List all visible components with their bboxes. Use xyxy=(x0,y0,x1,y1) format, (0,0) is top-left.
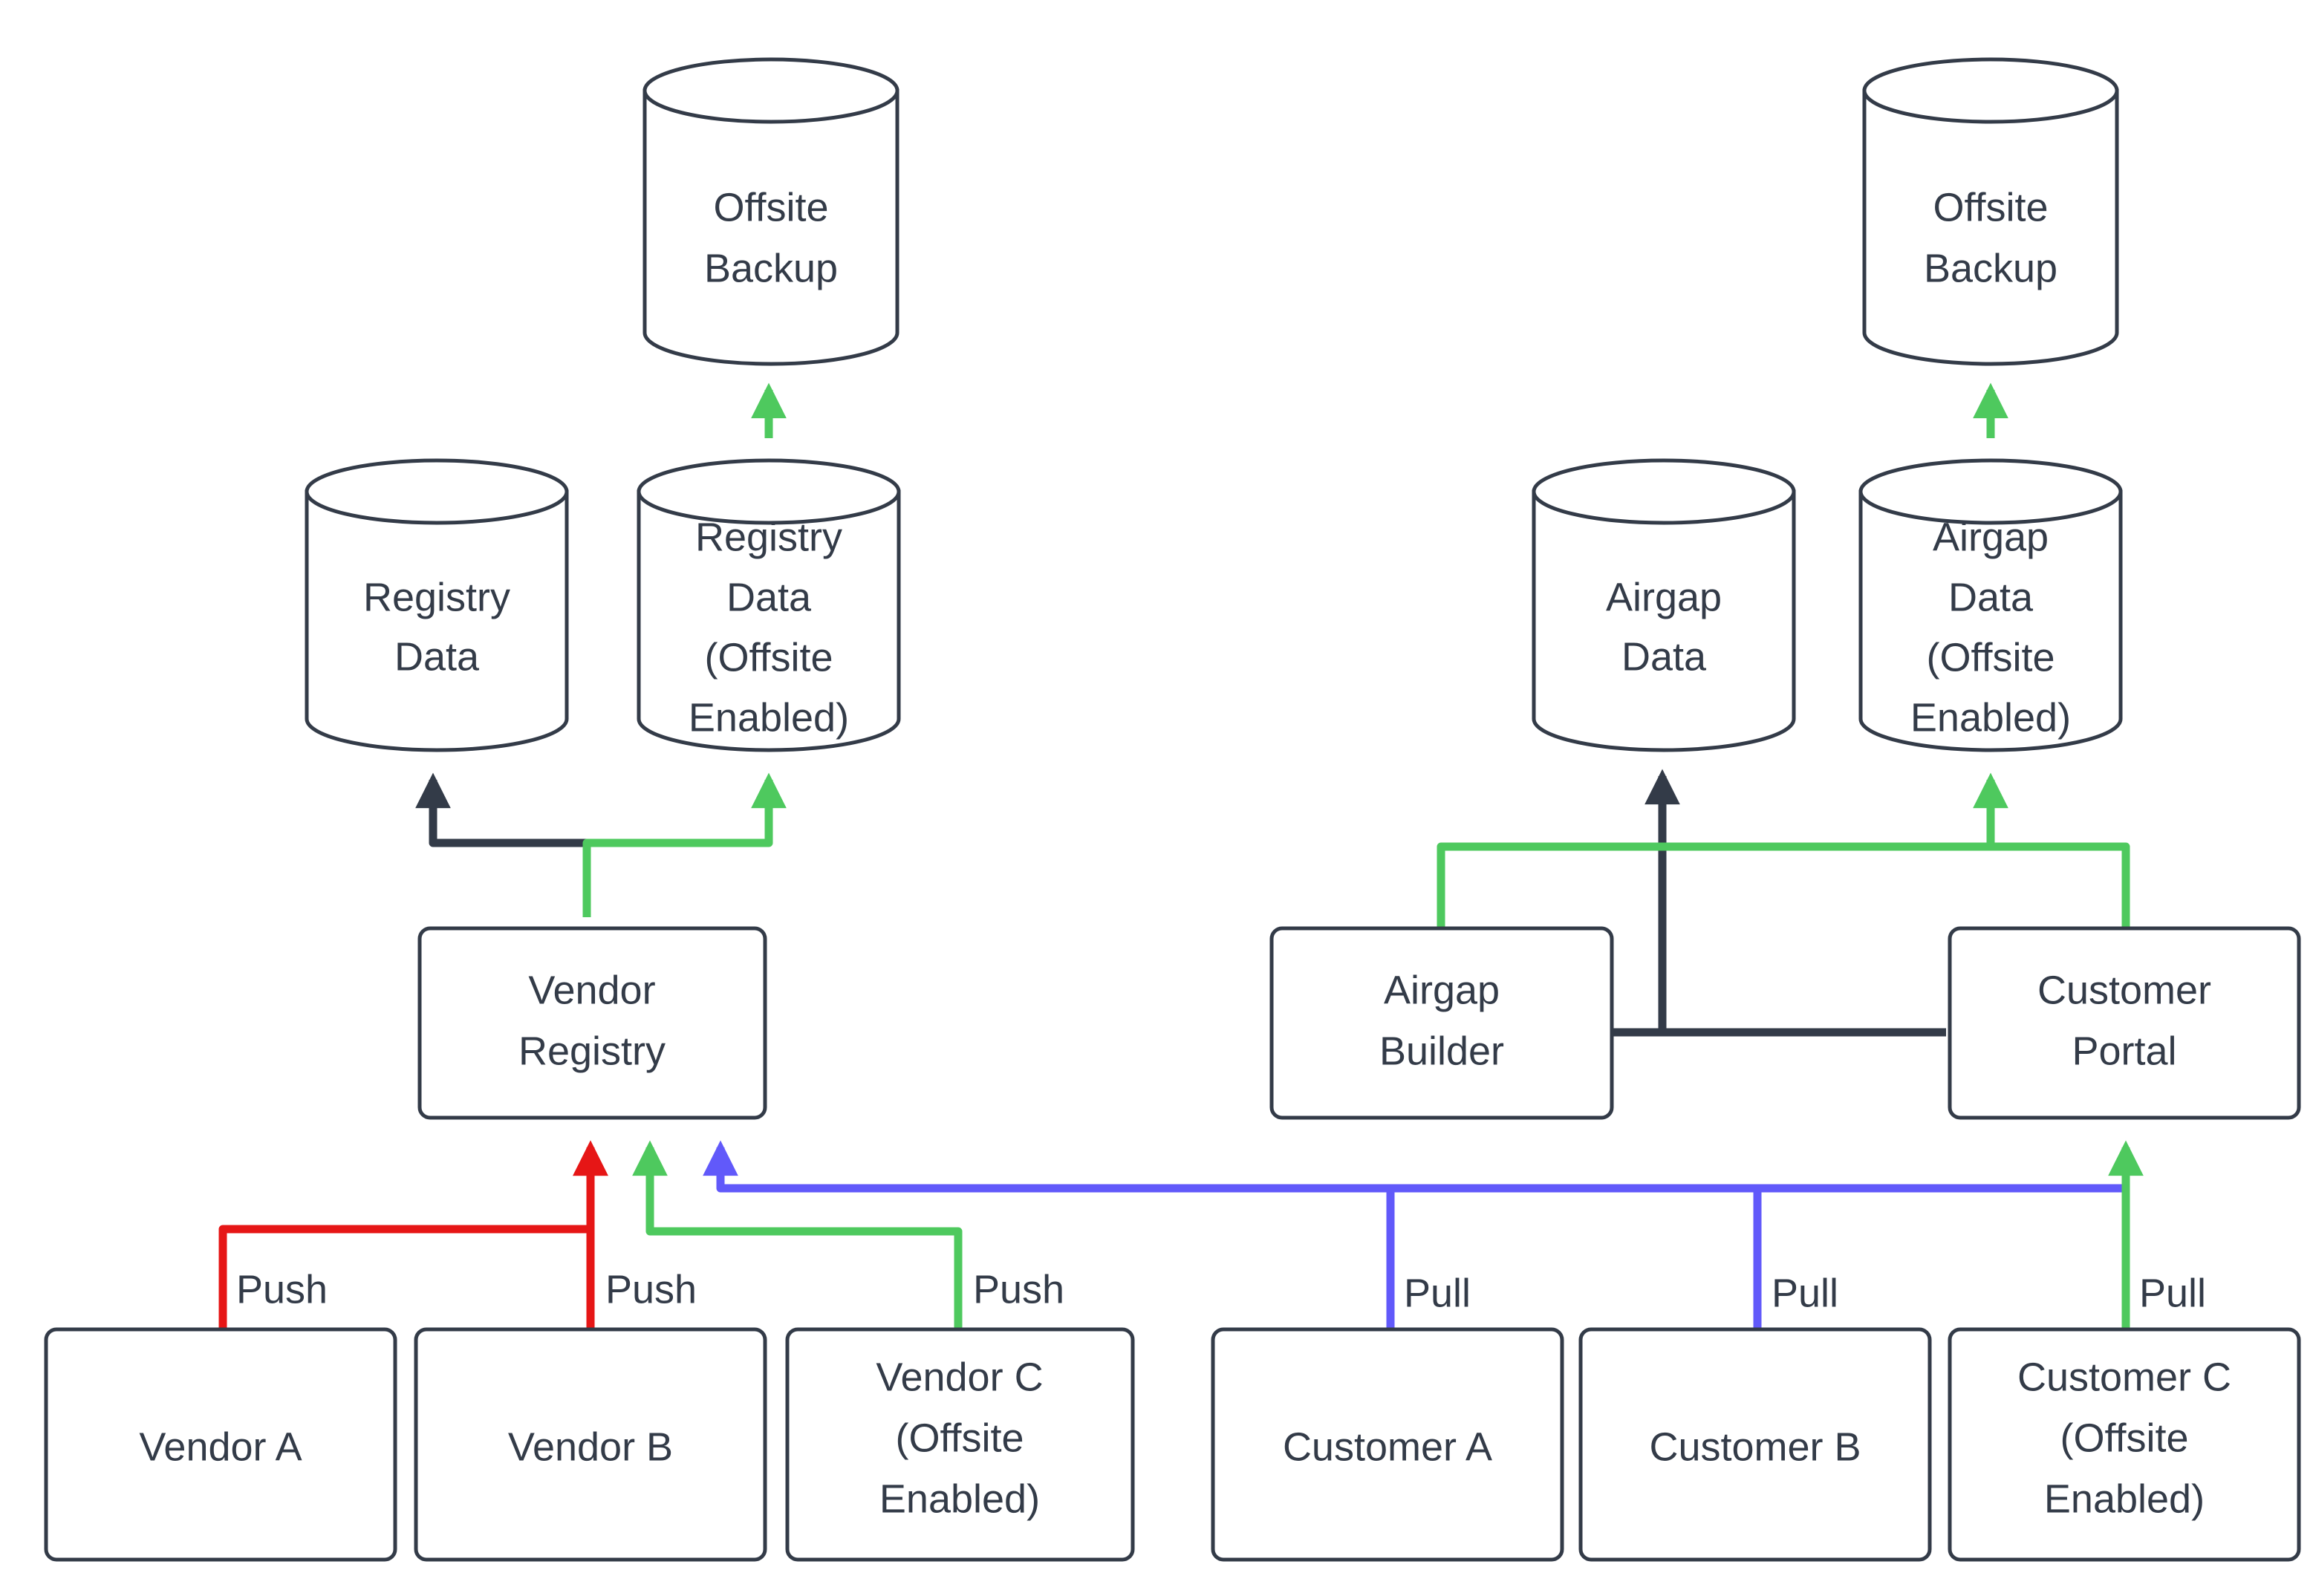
edge-label-vendor-c-push: Push xyxy=(973,1267,1064,1312)
node-customer-portal[interactable]: Customer Portal xyxy=(1948,926,2301,1120)
node-label: Data xyxy=(1948,575,2034,619)
node-label: Enabled) xyxy=(689,695,849,740)
edge-vendor-registry-to-registry-data xyxy=(415,772,591,917)
node-label: Enabled) xyxy=(1910,695,2071,740)
node-airgap-builder[interactable]: Airgap Builder xyxy=(1269,926,1614,1120)
node-label: Data xyxy=(726,575,812,619)
node-label: Airgap xyxy=(1606,575,1722,619)
edge-customer-portal-to-airgap-data xyxy=(1645,769,1946,1037)
node-label: Vendor A xyxy=(139,1424,302,1469)
node-label: Customer B xyxy=(1649,1424,1861,1469)
edge-customer-a-pull xyxy=(703,1140,1395,1329)
node-label: Airgap xyxy=(1933,515,2049,559)
node-vendor-a[interactable]: Vendor A xyxy=(44,1327,397,1562)
node-vendor-registry[interactable]: Vendor Registry xyxy=(417,926,767,1120)
node-label: (Offsite xyxy=(2060,1416,2188,1460)
node-label: Registry xyxy=(695,515,842,559)
node-label: Customer xyxy=(2037,968,2211,1012)
node-vendor-b[interactable]: Vendor B xyxy=(414,1327,767,1562)
node-label: Data xyxy=(394,634,480,679)
node-label: Vendor C xyxy=(876,1355,1043,1399)
node-label: Backup xyxy=(704,246,838,290)
node-label: Offsite xyxy=(713,185,828,229)
edge-vendor-c-push xyxy=(632,1140,963,1329)
node-customer-c[interactable]: Customer C (Offsite Enabled) xyxy=(1948,1327,2301,1562)
node-customer-b[interactable]: Customer B xyxy=(1578,1327,1932,1562)
node-airgap-data-offsite[interactable]: Airgap Data (Offsite Enabled) xyxy=(1858,458,2123,752)
node-label: Offsite xyxy=(1933,185,2048,229)
edge-label-vendor-a-push: Push xyxy=(236,1267,328,1312)
edge-label-customer-c-pull: Pull xyxy=(2139,1271,2206,1315)
node-label: Data xyxy=(1621,634,1707,679)
node-label: Customer A xyxy=(1283,1424,1492,1469)
node-label: Registry xyxy=(518,1029,666,1073)
node-label: Vendor B xyxy=(508,1424,673,1469)
node-label: Registry xyxy=(363,575,510,619)
node-offsite-backup-right[interactable]: Offsite Backup xyxy=(1862,57,2119,366)
node-label: (Offsite xyxy=(1926,635,2055,680)
edge-vendor-registry-to-registry-data-offsite xyxy=(582,772,787,917)
node-registry-data[interactable]: Registry Data xyxy=(305,458,569,752)
node-label: (Offsite xyxy=(895,1416,1024,1460)
node-label: Airgap xyxy=(1384,968,1500,1012)
edge-label-customer-a-pull: Pull xyxy=(1404,1271,1471,1315)
node-label: Vendor xyxy=(528,968,655,1012)
edge-label-vendor-b-push: Push xyxy=(605,1267,697,1312)
node-label: Enabled) xyxy=(2044,1476,2205,1521)
node-airgap-data[interactable]: Airgap Data xyxy=(1532,458,1796,752)
node-label: Builder xyxy=(1379,1029,1504,1073)
node-label: (Offsite xyxy=(704,635,833,680)
node-label: Enabled) xyxy=(879,1476,1040,1521)
node-registry-data-offsite[interactable]: Registry Data (Offsite Enabled) xyxy=(637,458,901,752)
edge-customer-portal-to-airgap-data-offsite xyxy=(1991,842,2130,928)
edge-airgap-builder-to-airgap-data-offsite xyxy=(1437,772,2008,928)
node-vendor-c[interactable]: Vendor C (Offsite Enabled) xyxy=(785,1327,1135,1562)
node-label: Customer C xyxy=(2017,1355,2231,1399)
edge-label-customer-b-pull: Pull xyxy=(1772,1271,1838,1315)
node-label: Portal xyxy=(2072,1029,2176,1073)
node-customer-a[interactable]: Customer A xyxy=(1211,1327,1564,1562)
node-label: Backup xyxy=(1924,246,2057,290)
node-offsite-backup-left[interactable]: Offsite Backup xyxy=(642,57,900,366)
